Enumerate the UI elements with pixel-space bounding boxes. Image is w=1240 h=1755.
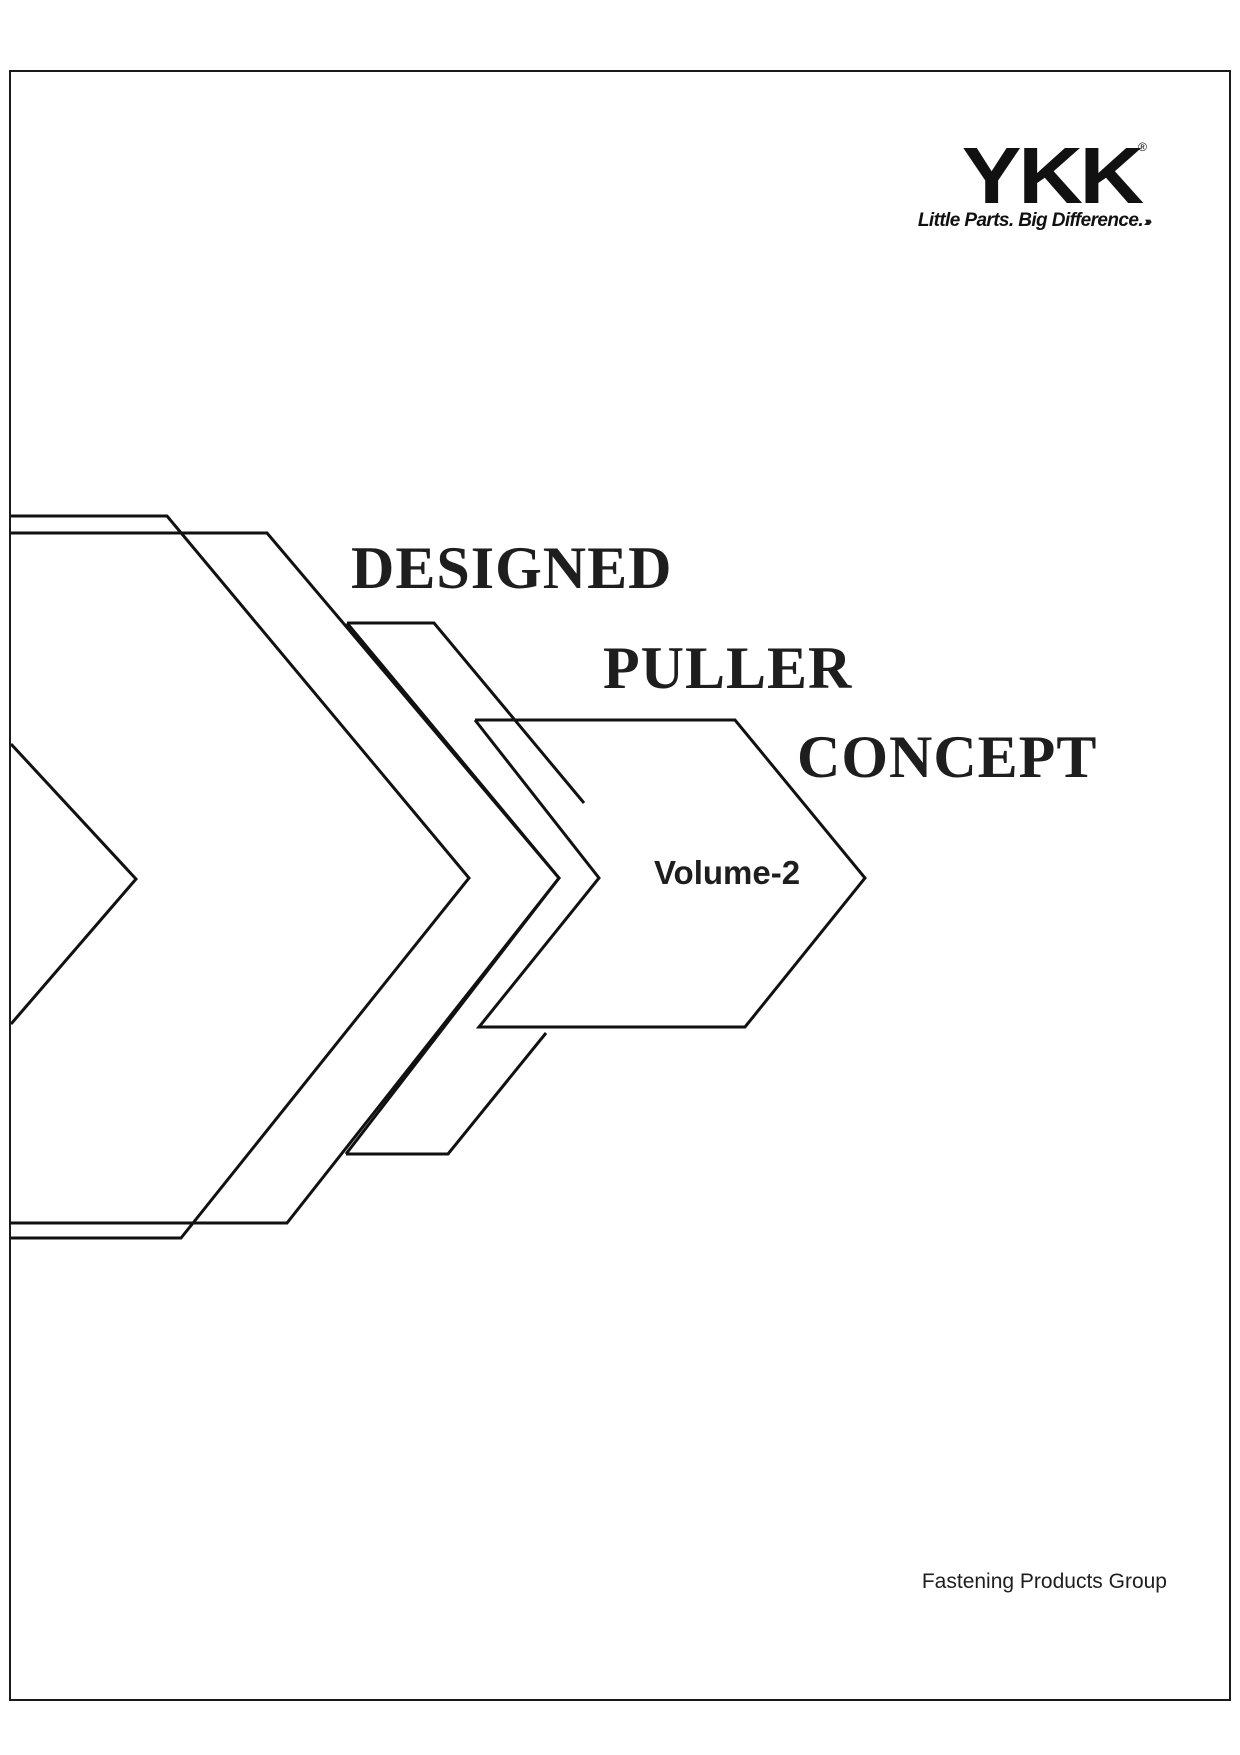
chevron-shape-1	[11, 514, 471, 1240]
title-line-puller: PULLER	[603, 635, 853, 701]
tagline-text: Little Parts. Big Difference.	[917, 210, 1144, 231]
chevron-shape-3	[347, 621, 586, 804]
volume-label: Volume-2	[654, 854, 801, 891]
chevron-shape-7	[11, 742, 139, 1025]
title-line-designed: DESIGNED	[351, 535, 673, 601]
logo-wordmark: YKK	[961, 131, 1144, 220]
chevron-shape-4	[346, 1032, 548, 1156]
chevron-shape-5	[344, 622, 561, 1155]
footer-group-name: Fastening Products Group	[921, 1570, 1167, 1593]
title-line-concept: CONCEPT	[797, 724, 1098, 790]
ykk-logo: YKK ® Little Parts. Big Difference.›››	[871, 136, 1181, 236]
chevron-graphic	[11, 514, 867, 1240]
registered-mark: ®	[1138, 140, 1147, 154]
tagline-arrows-icon: ›››	[1144, 213, 1152, 229]
chevron-shape-6	[473, 718, 867, 1029]
tagline: Little Parts. Big Difference.›››	[917, 210, 1152, 232]
cover-page: YKK ® Little Parts. Big Difference.››› D…	[9, 70, 1231, 1701]
